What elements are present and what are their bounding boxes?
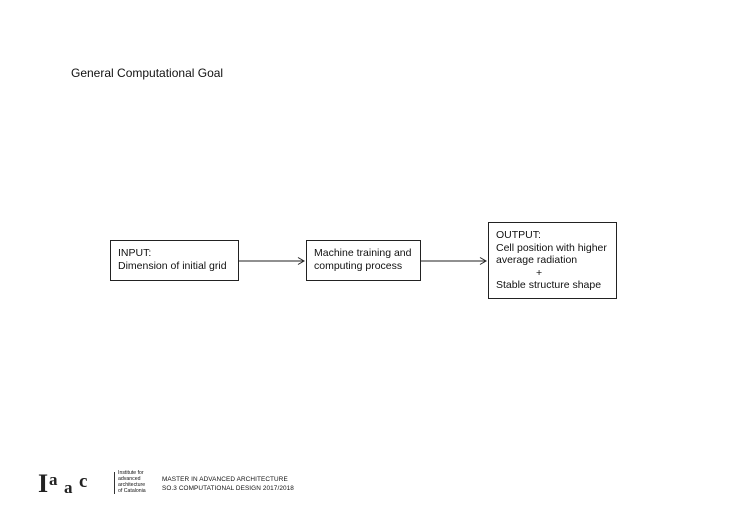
page-title: General Computational Goal xyxy=(71,66,224,80)
program-line-1: MASTER IN ADVANCED ARCHITECTURE xyxy=(162,476,288,483)
institute-line: Institute for xyxy=(118,470,144,476)
input-box: INPUT: Dimension of initial grid xyxy=(110,240,239,281)
arrow-process-to-output xyxy=(421,257,487,265)
iaac-logo: I a a c xyxy=(38,470,87,496)
input-box-heading: INPUT: xyxy=(118,247,152,259)
institute-line: of Catalonia xyxy=(118,488,146,494)
process-box: Machine training and computing process xyxy=(306,240,421,281)
logo-divider xyxy=(114,472,115,494)
output-box-line-3: Stable structure shape xyxy=(496,279,602,291)
output-box-heading: OUTPUT: xyxy=(496,229,541,241)
svg-text:I: I xyxy=(38,470,48,496)
arrow-input-to-process xyxy=(239,257,305,265)
institute-line: advanced xyxy=(118,476,141,482)
svg-text:a: a xyxy=(49,470,58,489)
output-box-line-1: Cell position with higher xyxy=(496,241,607,254)
program-line-2: SO.3 COMPUTATIONAL DESIGN 2017/2018 xyxy=(162,485,294,492)
output-box-plus: + xyxy=(536,266,543,279)
svg-text:c: c xyxy=(79,471,87,492)
output-box-line-2: average radiation xyxy=(496,254,578,266)
input-box-text: Dimension of initial grid xyxy=(118,259,227,272)
process-box-line-1: Machine training and xyxy=(314,247,412,259)
institute-name: Institute for advanced architecture of C… xyxy=(118,470,146,494)
output-box: OUTPUT: Cell position with higher averag… xyxy=(488,222,617,299)
institute-line: architecture xyxy=(118,482,146,488)
svg-text:a: a xyxy=(64,478,73,496)
process-box-line-2: computing process xyxy=(314,259,403,272)
program-info: MASTER IN ADVANCED ARCHITECTURE SO.3 COM… xyxy=(162,475,294,493)
